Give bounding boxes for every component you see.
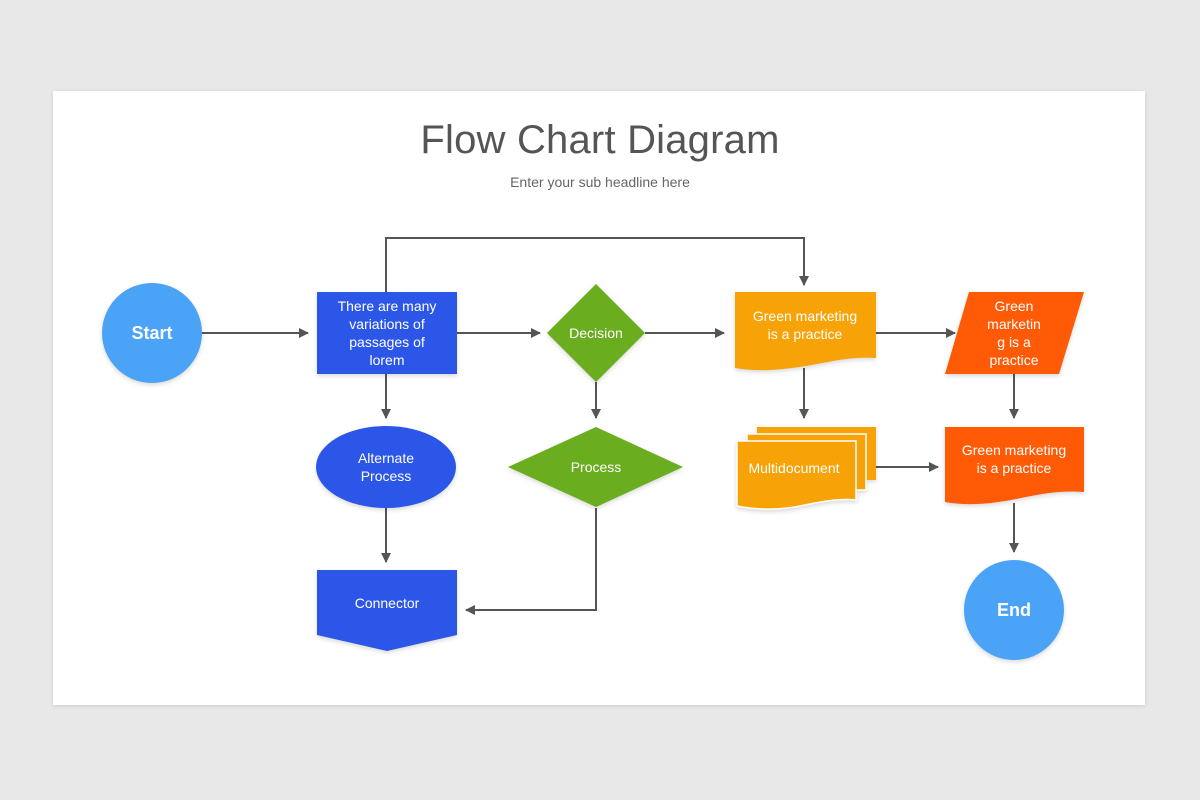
node-decision[interactable]: Decision bbox=[547, 284, 645, 382]
edges bbox=[202, 237, 1019, 615]
multidocument-label: Multidocument bbox=[748, 460, 839, 476]
connector-label: Connector bbox=[355, 595, 420, 611]
ellipse-shape bbox=[316, 426, 456, 508]
node-start[interactable]: Start bbox=[102, 283, 202, 383]
process-main-line-1: There are many bbox=[338, 298, 437, 314]
process-main-line-4: lorem bbox=[369, 352, 404, 368]
end-label: End bbox=[997, 600, 1031, 620]
data-io-line-4: practice bbox=[989, 352, 1038, 368]
data-io-line-3: g is a bbox=[997, 334, 1031, 350]
edge-process-to-document-top-route bbox=[385, 237, 809, 292]
node-process-main[interactable]: There are many variations of passages of… bbox=[317, 292, 457, 374]
start-terminal-shape bbox=[102, 283, 202, 383]
alternate-process-line-1: Alternate bbox=[358, 450, 414, 466]
slide-card bbox=[53, 91, 1145, 705]
node-end[interactable]: End bbox=[964, 560, 1064, 660]
document-shape bbox=[735, 292, 876, 371]
node-data-io[interactable]: Green marketin g is a practice bbox=[945, 292, 1084, 374]
node-document-orange[interactable]: Green marketing is a practice bbox=[945, 427, 1084, 505]
data-io-line-2: marketin bbox=[987, 316, 1041, 332]
process-rectangle-shape bbox=[317, 292, 457, 374]
page-subtitle: Enter your sub headline here bbox=[510, 174, 690, 190]
node-multidocument[interactable]: Multidocument bbox=[736, 427, 876, 510]
document-orange-line-1: Green marketing bbox=[962, 442, 1066, 458]
process-main-line-2: variations of bbox=[349, 316, 425, 332]
decision-label: Decision bbox=[569, 325, 623, 341]
document-top-line-1: Green marketing bbox=[753, 308, 857, 324]
process-diamond-shape bbox=[508, 427, 683, 507]
data-io-line-1: Green bbox=[995, 298, 1034, 314]
document-orange-line-2: is a practice bbox=[977, 460, 1052, 476]
document-top-line-2: is a practice bbox=[768, 326, 843, 342]
edge-process-diamond-to-connector bbox=[465, 508, 597, 615]
end-terminal-shape bbox=[964, 560, 1064, 660]
node-alternate-process[interactable]: Alternate Process bbox=[316, 426, 456, 508]
process-diamond-label: Process bbox=[571, 459, 622, 475]
process-main-line-3: passages of bbox=[349, 334, 425, 350]
decision-diamond-shape bbox=[547, 284, 645, 382]
parallelogram-shape bbox=[945, 292, 1084, 374]
alternate-process-line-2: Process bbox=[361, 468, 412, 484]
node-process-diamond[interactable]: Process bbox=[508, 427, 683, 507]
start-label: Start bbox=[131, 323, 172, 343]
multidocument-front-page bbox=[736, 440, 857, 510]
node-connector[interactable]: Connector bbox=[317, 570, 457, 651]
node-document-top[interactable]: Green marketing is a practice bbox=[735, 292, 876, 371]
off-page-connector-shape bbox=[317, 570, 457, 651]
page-title: Flow Chart Diagram bbox=[420, 118, 780, 162]
document-orange-shape bbox=[945, 427, 1084, 505]
